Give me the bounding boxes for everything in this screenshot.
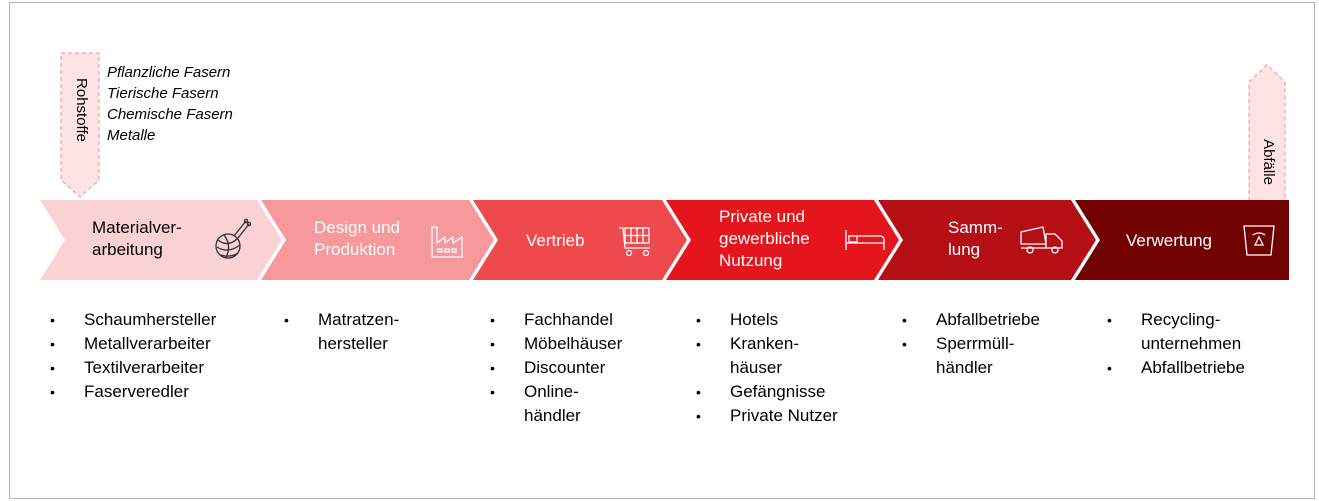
step-label-sammlung: Samm- lung [948,218,1003,259]
list-item: • Faserveredler [50,380,216,404]
list-item-text: Sperrmüll- händler [936,334,1015,377]
step-label-verwertung: Verwertung [1126,231,1212,250]
bullet: • [490,336,495,352]
bullet: • [696,312,701,328]
bullet: • [50,312,55,328]
bullet: • [50,360,55,376]
chevron-verwertung [1075,200,1289,280]
step-label-materialverarbeitung: Materialver- arbeitung [92,218,182,259]
bullet: • [50,336,55,352]
list-item: • Discounter [490,356,622,380]
list-item-text: Private Nutzer [730,406,838,425]
list-item-text: Metallverarbeiter [84,334,211,353]
list-item: • Hotels [696,308,838,332]
list-item-text: Online- händler [524,382,581,425]
list-item-text: Recycling- unternehmen [1141,310,1242,353]
list-item-text: Matratzen- hersteller [318,310,400,353]
raw-material-item: Chemische Fasern [107,106,233,123]
list-design-produktion: • Matratzen- hersteller [284,308,399,356]
bullet: • [902,336,907,352]
list-verwertung: • Recycling- unternehmen • Abfallbetriebe [1107,308,1245,380]
waste-arrow-shape [1248,64,1286,202]
bullet: • [696,384,701,400]
raw-materials-list: Pflanzliche Fasern Tierische Fasern Chem… [107,62,233,146]
chevron-materialverarbeitung [40,200,282,280]
bullet: • [490,312,495,328]
list-sammlung: • Abfallbetriebe • Sperrmüll- händler [902,308,1040,380]
list-item-text: Schaumhersteller [84,310,217,329]
chevron-sammlung [878,200,1096,280]
raw-material-item: Metalle [107,127,156,144]
list-item: • Matratzen- hersteller [284,308,399,356]
bullet: • [284,312,289,328]
list-item-text: Kranken- häuser [730,334,799,377]
list-vertrieb: • Fachhandel • Möbelhäuser • Discounter • On… [490,308,622,428]
bullet: • [1107,312,1112,328]
truck-icon [1020,226,1063,254]
shopping-cart-icon [619,227,650,257]
list-item: • Private Nutzer [696,404,838,428]
list-item: • Abfallbetriebe [1107,356,1245,380]
list-item-text: Fachhandel [524,310,613,329]
yarn-ball-icon [215,218,252,259]
list-item: • Online- händler [490,380,622,428]
step-label-nutzung: Private und gewerbliche Nutzung [719,207,810,270]
bullet: • [902,312,907,328]
list-item: • Metallverarbeiter [50,332,216,356]
chevron-design-produktion [261,200,494,280]
bed-icon [845,230,885,250]
list-item-text: Gefängnisse [730,382,826,401]
list-materialverarbeitung: • Schaumhersteller • Metallverarbeiter • Te… [50,308,216,404]
chevron-nutzung [666,200,899,280]
list-item-text: Abfallbetriebe [936,310,1040,329]
bullet: • [696,336,701,352]
list-item: • Textilverarbeiter [50,356,216,380]
list-item-text: Möbelhäuser [524,334,623,353]
list-item: • Schaumhersteller [50,308,216,332]
list-item: • Kranken- häuser [696,332,838,380]
factory-icon [431,226,463,258]
bullet: • [490,360,495,376]
list-nutzung: • Hotels • Kranken- häuser • Gefängnisse • P… [696,308,838,428]
list-item: • Recycling- unternehmen [1107,308,1245,356]
list-item-text: Discounter [524,358,606,377]
list-item: • Fachhandel [490,308,622,332]
list-item: • Sperrmüll- händler [902,332,1040,380]
list-item: • Möbelhäuser [490,332,622,356]
raw-materials-arrow: Rohstoffe [60,52,100,198]
list-item-text: Faserveredler [84,382,189,401]
step-label-vertrieb: Vertrieb [526,231,585,250]
bullet: • [1107,360,1112,376]
slide-frame [9,2,1315,499]
list-item-text: Textilverarbeiter [84,358,204,377]
list-item-text: Hotels [730,310,779,329]
raw-material-item: Tierische Fasern [107,85,219,102]
bullet: • [50,384,55,400]
raw-material-item: Pflanzliche Fasern [107,64,231,81]
chevron-vertrieb [473,200,687,280]
bullet: • [490,384,495,400]
recycling-bin-icon [1243,225,1275,256]
raw-materials-arrow-shape [60,52,100,198]
list-item: • Gefängnisse [696,380,838,404]
bullet: • [696,408,701,424]
waste-arrow: Abfälle [1248,64,1286,202]
list-item-text: Abfallbetriebe [1141,358,1245,377]
step-label-design-produktion: Design und Produktion [314,218,401,259]
list-item: • Abfallbetriebe [902,308,1040,332]
